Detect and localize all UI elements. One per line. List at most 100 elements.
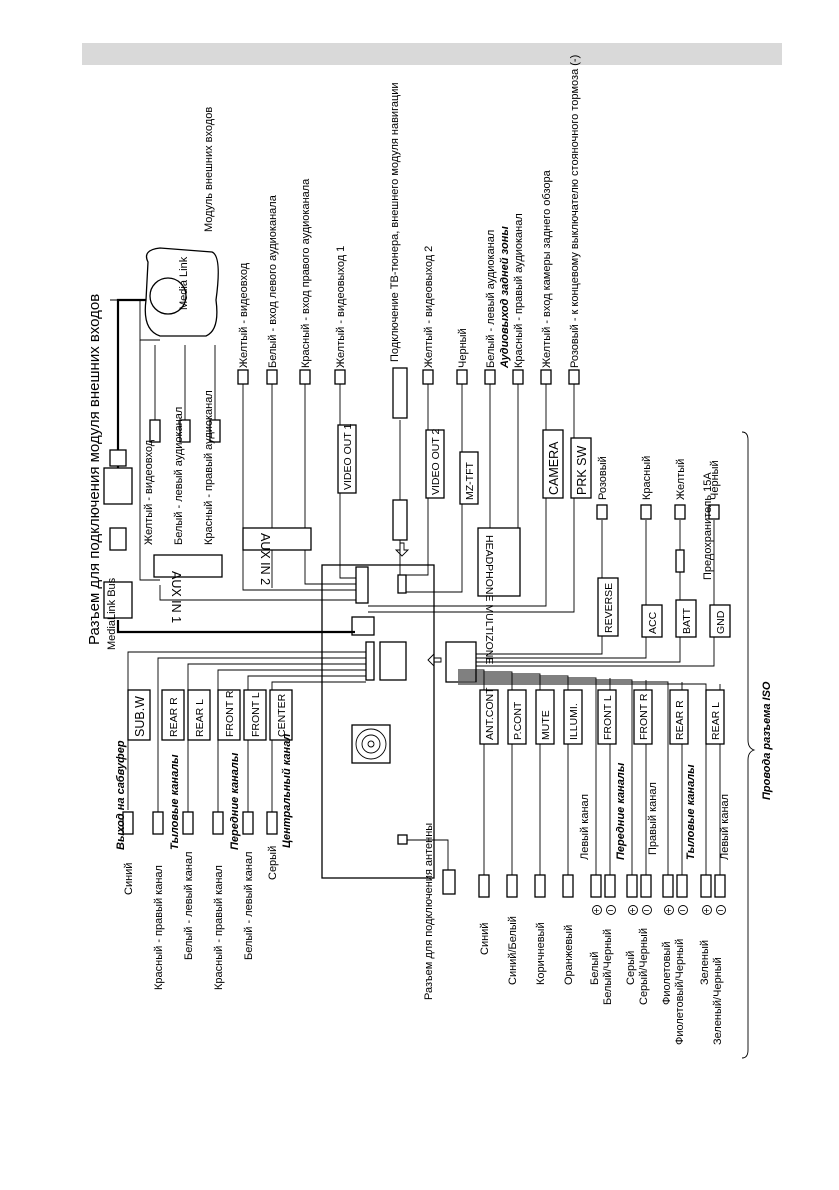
rear-l-tag: [187, 689, 211, 741]
center-group: Центральный канал: [281, 734, 293, 848]
antenna-cable: [407, 839, 456, 895]
iso-color-grey: Серый: [625, 951, 637, 985]
iso-channel-front-right: Правый канал: [647, 782, 659, 855]
aux1-label: AUX IN 1: [169, 571, 183, 623]
arrow-icon-upper: [394, 542, 410, 557]
mute-tag: [535, 689, 555, 745]
camera-tag: [542, 429, 564, 499]
iso-color-violet: Фиолетовый: [661, 942, 673, 1005]
iso-color-blue: Синий: [479, 923, 491, 955]
video-out-2-tag: [425, 429, 445, 499]
gnd-wire-color: Черный: [709, 460, 721, 500]
front-r-wire: Красный - правый канал: [213, 865, 225, 990]
iso-color-green: Зеленый: [699, 940, 711, 985]
iso-rear-l-tag: [705, 689, 725, 745]
iso-group-front: Передние каналы: [615, 762, 627, 860]
wire-white-rear-left: Белый - левый аудиоканал: [485, 230, 497, 368]
gnd-label: GND: [715, 610, 727, 634]
iso-channel-front-left: Левый канал: [579, 794, 591, 860]
iso-color-blue-white: Синий/Белый: [507, 916, 519, 985]
medialink-caption: Модуль внешних входов: [203, 107, 215, 232]
medialink-bus-label: MediaLink Bus: [106, 577, 118, 650]
subw-group: Выход на сабвуфер: [115, 740, 127, 850]
rear-l-label: REAR L: [194, 699, 206, 737]
reverse-wire-color: Розовый: [597, 456, 609, 500]
iso-front-l-tag: [597, 689, 617, 745]
iso-port: [379, 641, 407, 681]
headphone-multizone-tag: [477, 527, 521, 597]
iso-rear-r-label: REAR R: [674, 700, 686, 740]
aux1-wire-yellow: Желтый - видеовход: [143, 439, 155, 545]
iso-color-orange: Оранжевый: [563, 925, 575, 985]
wire-red-rear-right: Красный - правый аудиоканал: [513, 213, 525, 368]
iso-front-l-label: FRONT L: [602, 695, 614, 740]
p-cont-label: P.CONT: [512, 701, 524, 740]
wire-red-audio-right-in: Красный - вход правого аудиоканала: [300, 178, 312, 368]
medialink-module-icon: [110, 247, 219, 341]
rear-r-wire: Красный - правый канал: [153, 865, 165, 990]
center-tag: [269, 689, 293, 741]
header-bar: [82, 43, 782, 65]
video-out-2-label: VIDEO OUT 2: [430, 429, 442, 495]
medialink-port: [351, 616, 375, 636]
svg-text:−: −: [680, 905, 686, 917]
aux1-wire-red: Красный - правый аудиоканал: [203, 390, 215, 545]
acc-label: ACC: [647, 611, 659, 634]
reverse-label: REVERSE: [603, 583, 615, 633]
ant-cont-tag: [479, 689, 499, 745]
iso-channel-rear-left: Левый канал: [719, 794, 731, 860]
iso-front-r-label: FRONT R: [638, 693, 650, 740]
svg-text:−: −: [718, 905, 724, 917]
head-unit-body: [321, 564, 435, 879]
medialink-name: Media Link: [178, 256, 190, 310]
subw-wire: Синий: [123, 863, 135, 895]
tv-tuner-connection: Подключение ТВ-тюнера, внешнего модуля н…: [389, 82, 401, 362]
svg-text:+: +: [666, 905, 672, 917]
aux1-wire-white: Белый - левый аудиоканал: [173, 407, 185, 545]
rear-group: Тыловые каналы: [169, 754, 181, 850]
front-l-wire: Белый - левый канал: [243, 852, 255, 961]
iso-color-brown: Коричневый: [535, 922, 547, 985]
rear-r-tag: [161, 689, 185, 741]
aux2-label: AUX IN 2: [258, 533, 272, 585]
upper-harness: [159, 367, 580, 613]
rca-output-port: [365, 641, 375, 681]
video-out-1-label: VIDEO OUT 1: [342, 424, 354, 490]
subw-tag: [127, 689, 151, 741]
camera-label: CAMERA: [547, 441, 561, 495]
antenna-label: Разъем для подключения антенны: [423, 823, 435, 1000]
front-l-label: FRONT L: [250, 692, 262, 737]
aux-port: [355, 566, 369, 604]
video-out-1-tag: [337, 424, 357, 494]
acc-wire-color: Красный: [641, 456, 653, 500]
cooling-fan-icon: [351, 724, 391, 764]
iso-footer: Провода разъема ISO: [761, 681, 773, 800]
iso-front-r-tag: [633, 689, 653, 745]
rear-zone-audio-out: Аудиовыход задней зоны: [499, 226, 511, 369]
svg-text:+: +: [594, 905, 600, 917]
mz-tft-tag: [459, 451, 479, 505]
antenna-port: [397, 834, 408, 845]
medialink-bus-cable: [103, 298, 355, 634]
iso-group-rear: Тыловые каналы: [685, 764, 697, 860]
front-l-tag: [243, 689, 267, 741]
center-label: CENTER: [276, 693, 288, 737]
wire-yellow-video-out-1: Желтый - видеовыход 1: [335, 246, 347, 368]
iso-color-white: Белый: [589, 952, 601, 985]
iso-color-white-black: Белый/Черный: [602, 929, 614, 1005]
wire-white-audio-left-in: Белый - вход левого аудиоканала: [267, 194, 279, 368]
iso-brace: [741, 431, 756, 1059]
rear-l-wire: Белый - левый канал: [183, 852, 195, 961]
acc-tag: [641, 604, 663, 638]
rca-harness: [122, 651, 366, 835]
svg-text:−: −: [608, 905, 614, 917]
arrow-icon-lower: [427, 652, 442, 668]
iso-color-green-black: Зеленый/Черный: [712, 957, 724, 1045]
iso-rear-r-tag: [669, 689, 689, 745]
illumi-tag: [563, 689, 583, 745]
power-harness: [445, 504, 720, 683]
wire-pink-parking: Розовый - к концевому выключателю стояно…: [569, 55, 581, 368]
gnd-tag: [709, 604, 731, 638]
batt-wire-color: Желтый: [675, 459, 687, 500]
